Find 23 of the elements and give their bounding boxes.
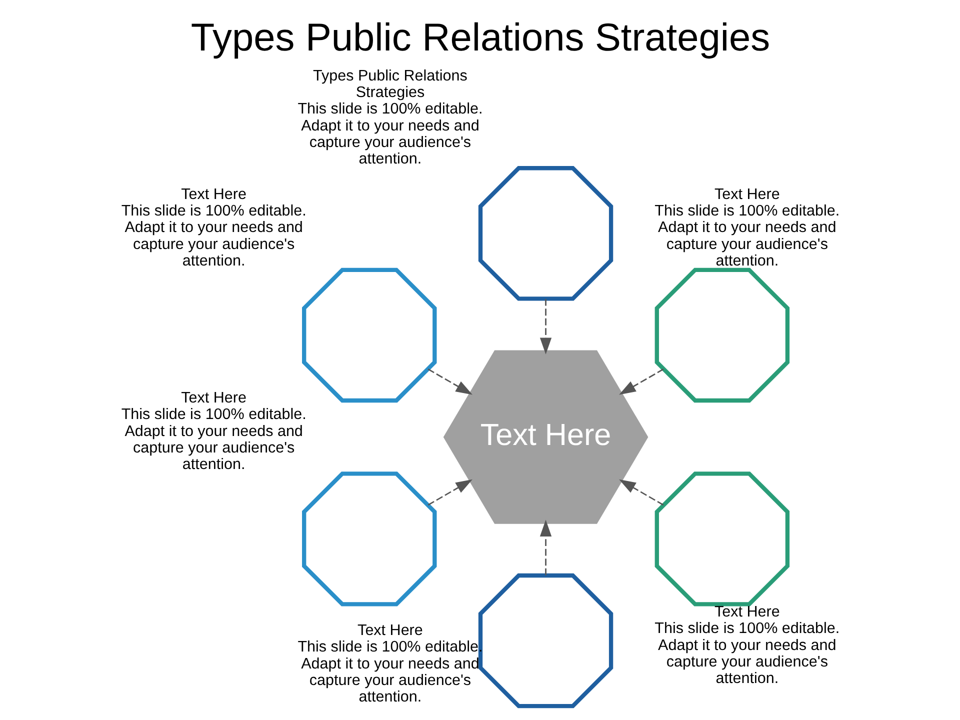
node-label: Text Here (714, 186, 780, 203)
diagram-title: Types Public Relations Strategies (190, 16, 770, 60)
node-label: This slide is 100% editable. Adapt it to your needs and capture your audience's attention. (654, 202, 840, 270)
node-label: Text Here (714, 603, 780, 620)
node-label: Text Here (180, 390, 246, 407)
node-label: Types Public Relations Strategies (312, 67, 467, 102)
node-octagon (302, 268, 436, 403)
node-octagon (478, 166, 613, 301)
arrow (427, 479, 472, 506)
node-label: This slide is 100% editable. Adapt it to your needs and capture your audience's attention. (654, 620, 840, 688)
node-label: Text Here (180, 186, 246, 203)
node-label: Text Here (357, 622, 422, 639)
node-octagon (654, 472, 790, 606)
arrow (539, 298, 552, 354)
arrow (427, 368, 472, 395)
node-label: This slide is 100% editable. Adapt it to your needs and capture your audience's attention. (120, 202, 306, 270)
arrow (618, 368, 664, 395)
node-octagon (654, 268, 790, 403)
arrow (618, 479, 664, 506)
node-label: This slide is 100% editable. Adapt it to your needs and capture your audience's attention. (297, 100, 482, 168)
node-octagon (302, 472, 436, 606)
node-label: This slide is 100% editable. Adapt it to your needs and capture your audience's attention. (120, 406, 306, 474)
arrow (539, 520, 552, 576)
